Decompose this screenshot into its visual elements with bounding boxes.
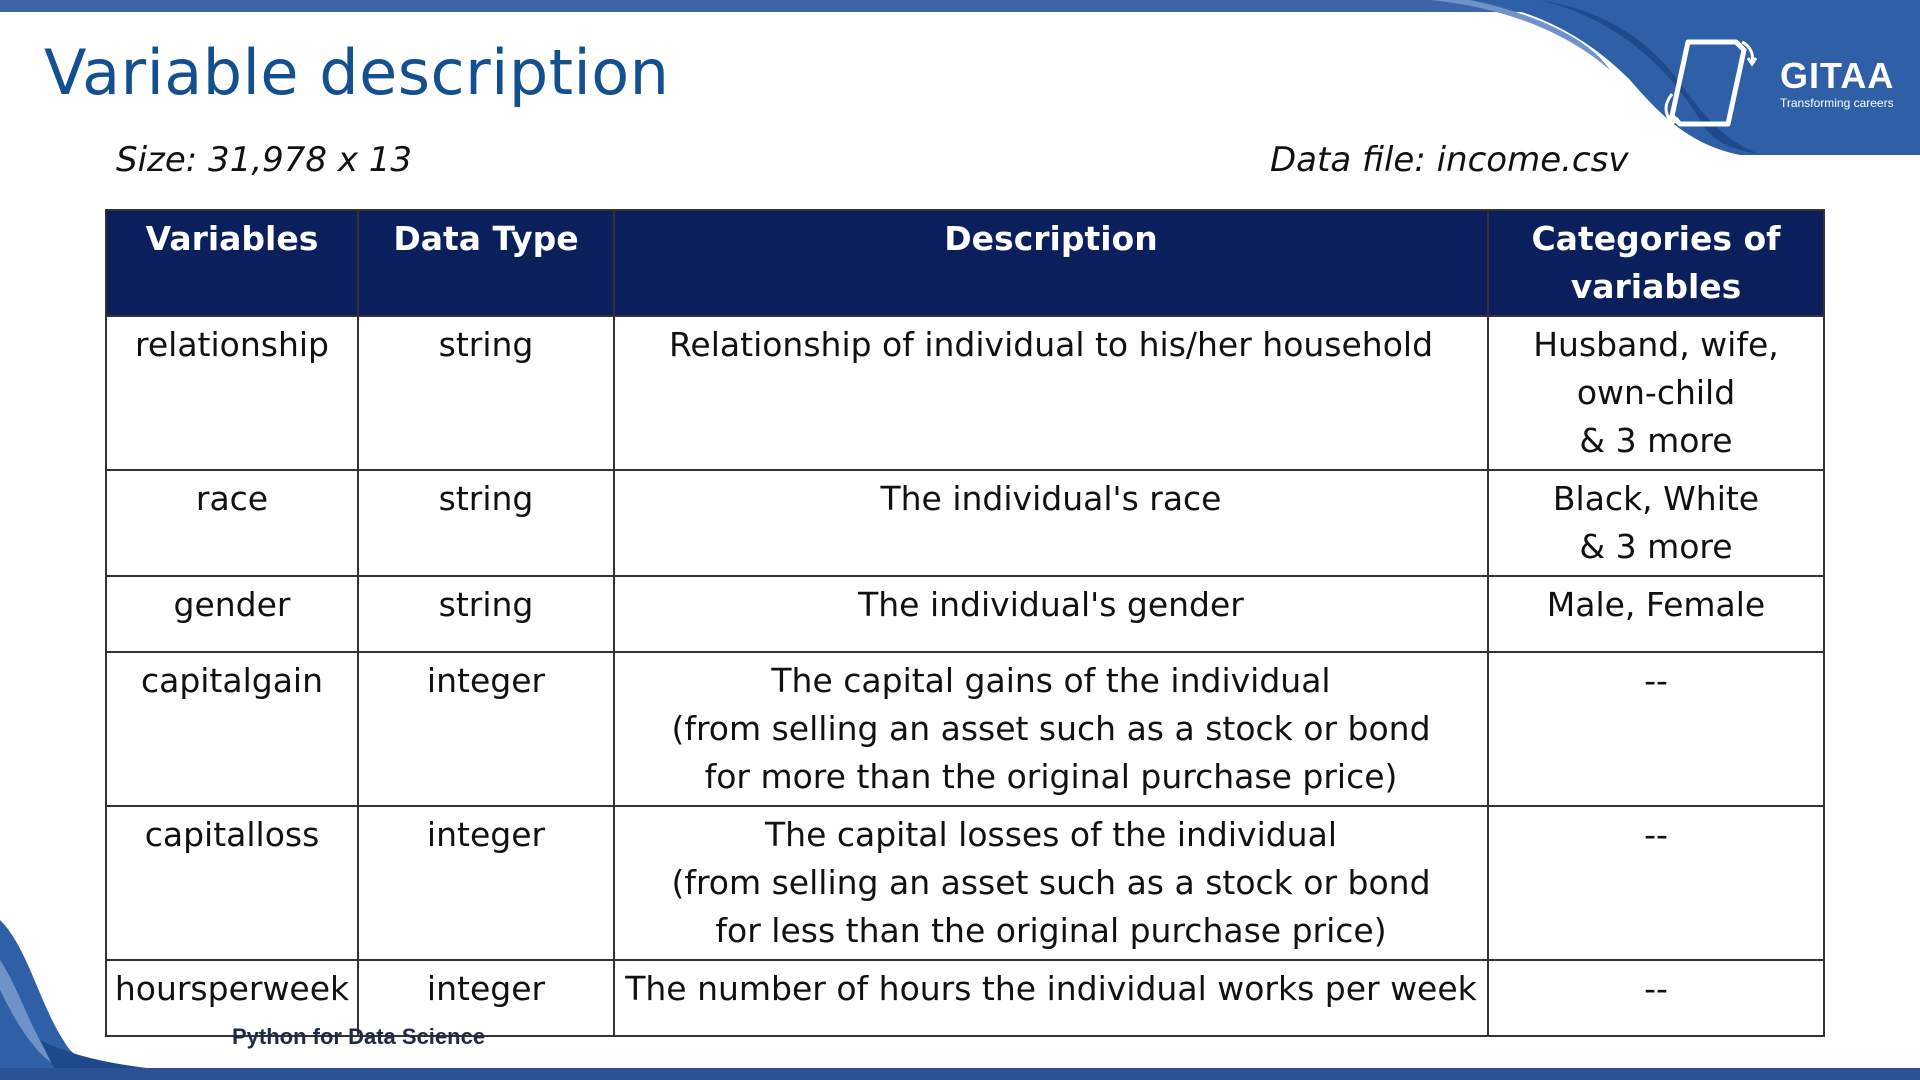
header-description: Description [613, 209, 1489, 317]
cell-type: string [357, 575, 615, 653]
header-data-type: Data Type [357, 209, 615, 317]
footer-decoration [0, 920, 260, 1080]
logo-tagline: Transforming careers [1780, 96, 1894, 110]
cell-categories: Husband, wife, own-child & 3 more [1487, 315, 1825, 471]
description-line: The individual's gender [858, 585, 1244, 624]
description-line: The individual's race [880, 479, 1222, 518]
header-decoration [1430, 0, 1920, 155]
categories-line: Husband, wife, own-child [1533, 325, 1779, 412]
description-line: The number of hours the individual works… [625, 969, 1477, 1008]
categories-line: -- [1644, 661, 1668, 700]
header-variables: Variables [105, 209, 359, 317]
table-row: gender string The individual's gender Ma… [105, 575, 1825, 653]
categories-line: Black, White [1552, 479, 1760, 518]
cell-type: integer [357, 959, 615, 1037]
table-row: hoursperweek integer The number of hours… [105, 959, 1825, 1037]
dataset-size-label: Size: 31,978 x 13 [116, 140, 413, 180]
bottom-band [0, 1068, 1920, 1080]
cell-variable: capitalgain [105, 651, 359, 807]
cell-variable: race [105, 469, 359, 577]
footer-course-name: Python for Data Science [232, 1024, 486, 1049]
cell-variable: relationship [105, 315, 359, 471]
cell-categories: Black, White & 3 more [1487, 469, 1825, 577]
cell-type: integer [357, 651, 615, 807]
cell-description: The individual's gender [613, 575, 1489, 653]
cell-description: The individual's race [613, 469, 1489, 577]
logo-name: GITAA [1780, 55, 1895, 96]
categories-line: Male, Female [1546, 585, 1766, 624]
cell-categories: -- [1487, 651, 1825, 807]
description-line: The capital gains of the individual [771, 661, 1331, 700]
table-row: relationship string Relationship of indi… [105, 315, 1825, 471]
cell-description: The capital gains of the individual (from… [613, 651, 1489, 807]
top-band [0, 0, 1920, 12]
description-line: (from selling an asset such as a stock o… [671, 709, 1431, 796]
description-line: The capital losses of the individual [765, 815, 1337, 854]
cell-description: The number of hours the individual works… [613, 959, 1489, 1037]
description-line: Relationship of individual to his/her ho… [668, 325, 1434, 364]
logo-text: GITAA Transforming careers [1780, 57, 1894, 111]
categories-line: & 3 more [1579, 527, 1733, 566]
categories-line: -- [1644, 815, 1668, 854]
cell-variable: gender [105, 575, 359, 653]
categories-line: & 3 more [1579, 421, 1733, 460]
variable-table: Variables Data Type Description Categori… [105, 209, 1825, 1037]
table-row: capitalloss integer The capital losses o… [105, 805, 1825, 961]
table-row: race string The individual's race Black,… [105, 469, 1825, 577]
table-header-row: Variables Data Type Description Categori… [105, 209, 1825, 317]
table-row: capitalgain integer The capital gains of… [105, 651, 1825, 807]
cell-type: integer [357, 805, 615, 961]
cell-categories: -- [1487, 805, 1825, 961]
cell-type: string [357, 315, 615, 471]
cell-variable: capitalloss [105, 805, 359, 961]
gitaa-logo: GITAA Transforming careers [1658, 34, 1894, 134]
cell-type: string [357, 469, 615, 577]
cell-categories: Male, Female [1487, 575, 1825, 653]
header-categories: Categories of variables [1487, 209, 1825, 317]
logo-mark-icon [1664, 39, 1758, 127]
categories-line: -- [1644, 969, 1668, 1008]
cell-categories: -- [1487, 959, 1825, 1037]
cell-variable: hoursperweek [105, 959, 359, 1037]
page-title: Variable description [44, 36, 670, 109]
cell-description: Relationship of individual to his/her ho… [613, 315, 1489, 471]
description-line: (from selling an asset such as a stock o… [671, 863, 1431, 950]
data-file-label: Data file: income.csv [1270, 140, 1629, 180]
cell-description: The capital losses of the individual (fro… [613, 805, 1489, 961]
